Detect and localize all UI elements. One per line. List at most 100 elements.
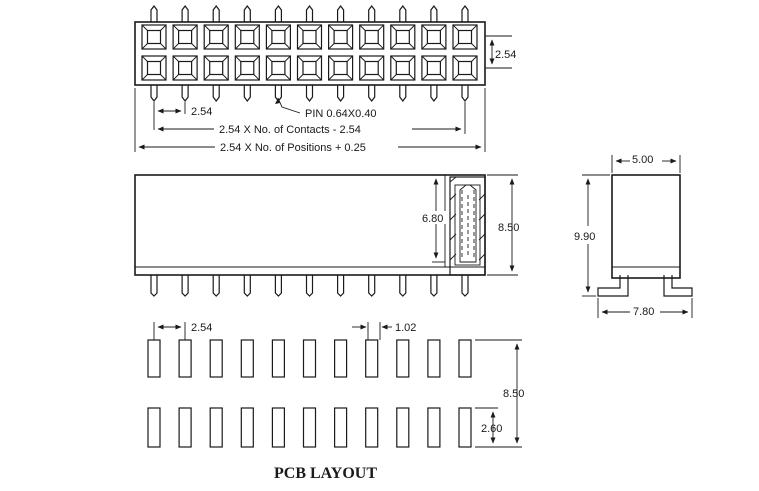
contact-cell-inner: [457, 29, 473, 45]
cell-bevel: [191, 24, 198, 31]
pcb-pitch-label: 2.54: [191, 322, 212, 334]
side-pin: [399, 275, 407, 297]
contact-cell-inner: [209, 60, 224, 76]
contact-cell-outer: [452, 55, 478, 81]
pin-top: [181, 5, 189, 22]
cell-bevel: [203, 43, 211, 50]
pcb-pad: [271, 407, 285, 448]
pin-top: [212, 5, 220, 22]
side-pin: [243, 275, 251, 297]
pin-bottom: [150, 85, 158, 102]
pcb-pad: [302, 339, 317, 378]
contact-cell-inner: [302, 60, 317, 76]
end-width-label: 5.00: [632, 154, 653, 166]
cell-bevel: [452, 43, 459, 50]
positions-dimension-label: 2.54 X No. of Positions + 0.25: [220, 142, 366, 154]
foot-span-label: 7.80: [633, 306, 654, 318]
side-pins: [150, 275, 469, 297]
cell-bevel: [297, 24, 304, 31]
cell-bevel: [141, 43, 148, 50]
contact-cell-inner: [240, 29, 255, 45]
pcb-pads: [147, 339, 472, 448]
pcb-pad: [334, 339, 348, 378]
pin-top: [150, 5, 158, 22]
contact-cell-outer: [328, 24, 354, 50]
top-view: 2.54 2.54 PIN 0.64X0.40 2.54 X No. of Co…: [134, 5, 516, 154]
pin-top: [337, 5, 345, 22]
cell-bevel: [172, 55, 179, 62]
contact-cell-inner: [146, 29, 162, 45]
pin-bottom: [368, 85, 376, 102]
pcb-row-span-label: 8.50: [503, 388, 524, 400]
end-view: 5.00 9.90 7.80: [574, 154, 693, 318]
contact-cell-outer: [328, 55, 354, 81]
contact-cell-outer: [141, 55, 167, 81]
cell-bevel: [452, 74, 459, 81]
contact-cell-outer: [296, 55, 323, 81]
pcb-pad: [240, 407, 254, 448]
cell-bevel: [222, 24, 229, 31]
cell-bevel: [408, 43, 416, 50]
contact-cell-inner: [302, 29, 317, 45]
cell-bevel: [408, 74, 416, 81]
cell-bevel: [141, 24, 148, 31]
top-housing: [134, 21, 486, 86]
pcb-pad: [396, 407, 410, 448]
pcb-pad: [365, 407, 379, 448]
pcb-pad: [427, 407, 441, 448]
pin-bottom: [181, 85, 189, 102]
contact-cell-outer: [359, 55, 385, 81]
cell-bevel: [266, 74, 273, 81]
cell-bevel: [328, 24, 335, 31]
contact-cell-outer: [421, 24, 447, 50]
cell-bevel: [191, 43, 198, 50]
side-pin: [305, 275, 314, 297]
cell-bevel: [471, 74, 478, 81]
cell-bevel: [408, 55, 416, 62]
cell-bevel: [284, 74, 291, 81]
cell-bevel: [471, 43, 478, 50]
cell-bevel: [203, 55, 211, 62]
contact-cell-inner: [240, 60, 255, 76]
side-pin: [212, 275, 220, 297]
side-section-detail: [449, 176, 486, 276]
cell-bevel: [359, 74, 366, 81]
contact-cell-outer: [172, 55, 198, 81]
pcb-pad: [458, 407, 472, 448]
cell-bevel: [315, 74, 322, 81]
cell-bevel: [440, 55, 447, 62]
cell-bevel: [203, 74, 211, 81]
cell-bevel: [377, 43, 385, 50]
end-housing: [611, 174, 681, 279]
contact-cell-outer: [203, 24, 229, 50]
cell-bevel: [408, 24, 416, 31]
cell-bevel: [141, 55, 148, 62]
cell-bevel: [359, 55, 366, 62]
cell-bevel: [346, 74, 353, 81]
side-pin: [274, 275, 282, 297]
pcb-pad: [334, 407, 348, 448]
cell-bevel: [297, 55, 304, 62]
pin-bottom: [430, 85, 438, 102]
cell-bevel: [471, 24, 478, 31]
pcb-pad: [178, 407, 192, 448]
cell-bevel: [390, 24, 397, 31]
cell-bevel: [266, 55, 273, 62]
pin-top: [305, 5, 314, 22]
side-view: 6.80 8.50: [134, 174, 519, 297]
top-pins-upper: [150, 5, 469, 22]
pad-width-label: 1.02: [395, 322, 416, 334]
cell-bevel: [359, 43, 366, 50]
cell-bevel: [440, 74, 447, 81]
contact-cell-inner: [271, 60, 286, 76]
cell-bevel: [160, 55, 167, 62]
contact-cell-inner: [333, 29, 348, 45]
cell-bevel: [390, 43, 397, 50]
cell-bevel: [253, 24, 260, 31]
pin-bottom: [243, 85, 251, 102]
contact-cell-inner: [364, 60, 379, 76]
contacts-dimension-label: 2.54 X No. of Contacts - 2.54: [219, 124, 361, 136]
cell-bevel: [346, 55, 353, 62]
pin-top: [368, 5, 376, 22]
cell-bevel: [390, 74, 397, 81]
